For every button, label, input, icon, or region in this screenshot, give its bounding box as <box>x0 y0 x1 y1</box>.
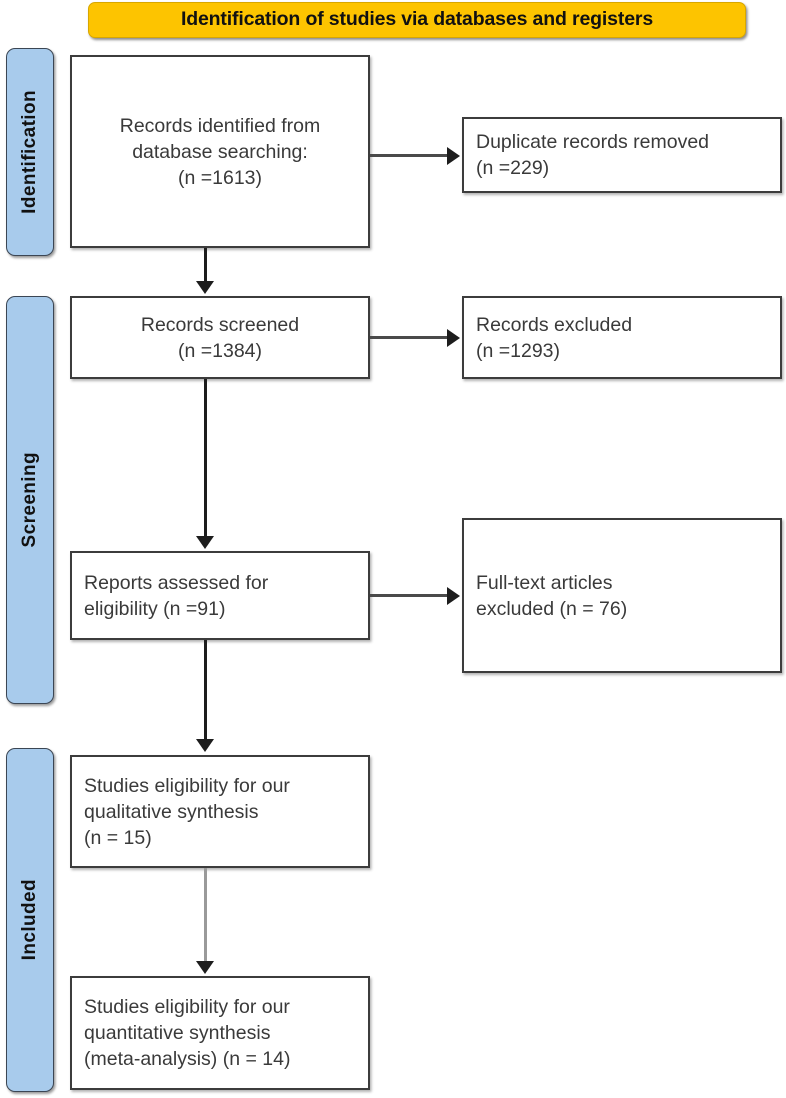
box-quantitative-synthesis: Studies eligibility for our quantitative… <box>70 976 370 1090</box>
arrow-down-icon <box>196 961 214 974</box>
connector-assessed-to-fulltext <box>370 594 450 597</box>
stage-rail-identification-label: Identification <box>19 90 40 214</box>
box-fulltext-excluded-text: Full-text articles excluded (n = 76) <box>476 571 628 620</box>
arrow-right-icon <box>447 147 460 165</box>
stage-rail-included-label: Included <box>19 879 40 961</box>
box-duplicate-records-removed-text: Duplicate records removed (n =229) <box>476 131 710 179</box>
stage-rail-included: Included <box>6 748 54 1092</box>
phase-banner-label: Identification of studies via databases … <box>180 8 654 31</box>
box-qualitative-synthesis-text: Studies eligibility for our qualitative … <box>84 774 290 849</box>
box-reports-assessed-text: Reports assessed for eligibility (n =91) <box>84 571 269 620</box>
stage-rail-identification: Identification <box>6 48 54 256</box>
arrow-right-icon <box>447 329 460 347</box>
connector-identified-to-screened <box>204 248 207 283</box>
box-reports-assessed: Reports assessed for eligibility (n =91) <box>70 551 370 640</box>
stage-rail-screening-label: Screening <box>19 452 40 548</box>
box-records-screened: Records screened (n =1384) <box>70 296 370 379</box>
box-records-identified-text: Records identified from database searchi… <box>119 114 321 189</box>
box-records-excluded: Records excluded (n =1293) <box>462 296 782 379</box>
connector-identified-to-duplicates <box>370 154 450 157</box>
box-fulltext-excluded: Full-text articles excluded (n = 76) <box>462 518 782 673</box>
connector-screened-to-excluded <box>370 336 450 339</box>
arrow-down-icon <box>196 281 214 294</box>
connector-assessed-to-qualitative <box>204 640 207 741</box>
box-records-identified: Records identified from database searchi… <box>70 55 370 248</box>
box-duplicate-records-removed: Duplicate records removed (n =229) <box>462 117 782 193</box>
arrow-down-icon <box>196 739 214 752</box>
phase-banner: Identification of studies via databases … <box>88 2 746 38</box>
box-quantitative-synthesis-text: Studies eligibility for our quantitative… <box>84 996 291 1070</box>
box-records-screened-text: Records screened (n =1384) <box>140 313 300 362</box>
box-qualitative-synthesis: Studies eligibility for our qualitative … <box>70 755 370 868</box>
arrow-down-icon <box>196 536 214 549</box>
connector-screened-to-assessed <box>204 379 207 538</box>
stage-rail-screening: Screening <box>6 296 54 704</box>
box-records-excluded-text: Records excluded (n =1293) <box>476 313 633 362</box>
arrow-right-icon <box>447 587 460 605</box>
connector-qualitative-to-quantitative <box>204 868 207 963</box>
